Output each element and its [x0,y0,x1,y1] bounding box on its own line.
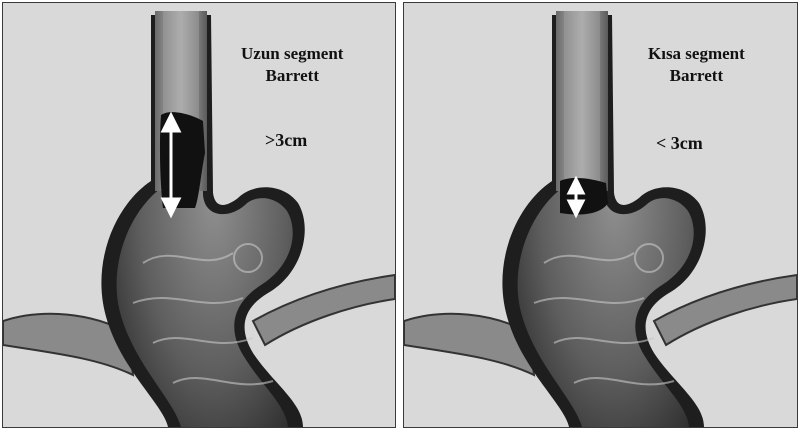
title-line-2: Barrett [648,65,745,87]
title-line-1: Kısa segment [648,43,745,65]
length-measure: >3cm [265,130,307,151]
long-segment-panel: Uzun segment Barrett >3cm [2,2,396,428]
panel-title: Kısa segment Barrett [648,43,745,87]
title-line-1: Uzun segment [241,43,343,65]
panel-title: Uzun segment Barrett [241,43,343,87]
length-measure: < 3cm [656,133,703,154]
title-line-2: Barrett [241,65,343,87]
short-segment-panel: Kısa segment Barrett < 3cm [403,2,798,428]
barrett-short-segment [560,178,608,215]
